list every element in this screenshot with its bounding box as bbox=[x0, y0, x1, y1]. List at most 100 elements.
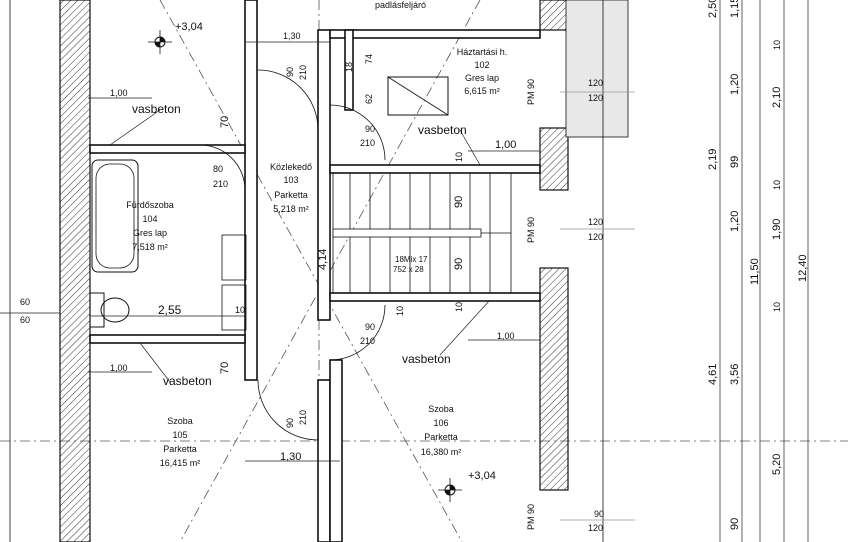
room-floor: Parketta bbox=[424, 432, 458, 442]
dimension-text: 10 bbox=[454, 302, 464, 312]
dimension-text: 11,50 bbox=[749, 258, 761, 285]
roof-ridge-line bbox=[159, 0, 463, 542]
dimension-text: 10 bbox=[395, 306, 405, 316]
room-floor: Gres lap bbox=[133, 228, 167, 238]
parapet-text: PM 90 bbox=[526, 79, 536, 105]
room-label-kozlekedo: Közlekedő 103 Parketta 5,218 m² bbox=[270, 162, 312, 214]
room-name: Szoba bbox=[167, 416, 193, 426]
material-label: vasbeton bbox=[418, 123, 467, 137]
dimension-text: 18 bbox=[344, 62, 354, 72]
dimension-text: 60 bbox=[20, 297, 30, 307]
room-number: 106 bbox=[433, 418, 448, 428]
door-swing bbox=[257, 379, 319, 441]
dimension-text: 90 bbox=[365, 322, 375, 332]
room-label-szoba-106: Szoba 106 Parketta 16,380 m² bbox=[421, 404, 462, 457]
dimension-text: 4,61 bbox=[707, 364, 719, 385]
room-area: 16,380 m² bbox=[421, 447, 462, 457]
dimension-text: 70 bbox=[219, 116, 231, 128]
wall-corridor-right bbox=[317, 29, 331, 321]
dimension-text: 120 bbox=[588, 523, 603, 533]
dimension-text: 1,00 bbox=[497, 331, 515, 341]
outer-wall-left bbox=[59, 0, 91, 542]
dimension-text: 90 bbox=[453, 196, 465, 208]
parapet-text: PM 90 bbox=[526, 217, 536, 243]
sink bbox=[221, 284, 247, 331]
room-name: Háztartási h. bbox=[457, 47, 508, 57]
wall-utility-bottom bbox=[329, 164, 541, 174]
dimension-text: 74 bbox=[364, 54, 374, 64]
room-area: 5,218 m² bbox=[273, 204, 309, 214]
door-swing bbox=[329, 104, 386, 161]
room-label-szoba-105: Szoba 105 Parketta 16,415 m² bbox=[160, 416, 201, 468]
wall-attic-inner bbox=[344, 29, 354, 111]
material-label: vasbeton bbox=[402, 352, 451, 366]
level-marker bbox=[148, 30, 172, 54]
dimension-text: 1,20 bbox=[729, 211, 741, 232]
attic-stair-label: padlásfeljáró bbox=[375, 0, 426, 10]
material-label: vasbeton bbox=[132, 102, 181, 116]
dimension-text: 60 bbox=[20, 315, 30, 325]
dimension-text: 10 bbox=[772, 180, 782, 190]
material-label: vasbeton bbox=[163, 374, 212, 388]
attic-hatch bbox=[387, 76, 449, 116]
room-floor: Parketta bbox=[163, 444, 197, 454]
outer-wall-right-upper bbox=[539, 0, 569, 31]
door-swing bbox=[199, 144, 246, 191]
dimension-text: 10 bbox=[235, 305, 245, 315]
room-area: 7,518 m² bbox=[132, 242, 168, 252]
dimension-text: 120 bbox=[588, 78, 603, 88]
wall-bath-bottom bbox=[89, 334, 246, 344]
dimension-text: 210 bbox=[213, 179, 228, 189]
dimension-text: 210 bbox=[360, 138, 375, 148]
room-number: 102 bbox=[474, 60, 489, 70]
dimension-text: 3,56 bbox=[729, 364, 741, 385]
leader-line bbox=[109, 109, 161, 146]
dimension-text: 1,30 bbox=[280, 451, 301, 463]
roof-overhang bbox=[565, 0, 629, 138]
dimension-text: 90 bbox=[594, 509, 604, 519]
dimension-text: 80 bbox=[213, 164, 223, 174]
dimension-text: 90 bbox=[365, 124, 375, 134]
dimension-text: 62 bbox=[364, 94, 374, 104]
dimension-text: 90 bbox=[729, 518, 741, 530]
dimension-text: 1,00 bbox=[110, 363, 128, 373]
dimension-text: 90 bbox=[285, 67, 295, 77]
outer-wall-right-mid bbox=[539, 127, 569, 191]
dimension-text: 210 bbox=[298, 65, 308, 80]
outer-wall-right-lower bbox=[539, 267, 569, 491]
wall-stair-bottom bbox=[329, 292, 541, 302]
room-label-haztartasi: Háztartási h. 102 Gres lap 6,615 m² bbox=[457, 47, 508, 96]
room-name: Közlekedő bbox=[270, 162, 312, 172]
room-number: 103 bbox=[283, 175, 298, 185]
door-swing bbox=[329, 304, 386, 361]
room-floor: Gres lap bbox=[465, 73, 499, 83]
bathtub bbox=[91, 159, 139, 273]
level-bottom: +3,04 bbox=[468, 470, 496, 482]
door-swing bbox=[257, 69, 319, 131]
stair-note: 18Mix 17 bbox=[395, 255, 428, 264]
sink bbox=[221, 234, 247, 281]
level-marker bbox=[438, 478, 462, 502]
dimension-text: 210 bbox=[360, 336, 375, 346]
dimension-text: 90 bbox=[285, 418, 295, 428]
dimension-text: 1,15 bbox=[729, 0, 741, 18]
dimension-text: 210 bbox=[298, 410, 308, 425]
room-area: 6,615 m² bbox=[464, 86, 500, 96]
dimension-text: 1,00 bbox=[110, 88, 128, 98]
dimension-text: 90 bbox=[453, 258, 465, 270]
room-label-furdo: Fürdőszoba 104 Gres lap 7,518 m² bbox=[126, 200, 174, 252]
dimension-text: 1,90 bbox=[771, 219, 783, 240]
room-area: 16,415 m² bbox=[160, 458, 201, 468]
leader-line bbox=[439, 299, 491, 356]
wall-right-room bbox=[329, 359, 343, 542]
dimension-text: 120 bbox=[588, 232, 603, 242]
dimension-text: 5,20 bbox=[771, 454, 783, 475]
leader-line bbox=[139, 342, 171, 383]
dimension-text: 2,19 bbox=[707, 149, 719, 170]
dimension-text: 10 bbox=[772, 40, 782, 50]
dimension-text: 70 bbox=[219, 362, 231, 374]
wall-attic bbox=[329, 29, 541, 39]
wall-bath-top bbox=[89, 144, 246, 154]
dimension-text: 1,20 bbox=[729, 74, 741, 95]
dimension-text: 120 bbox=[588, 93, 603, 103]
